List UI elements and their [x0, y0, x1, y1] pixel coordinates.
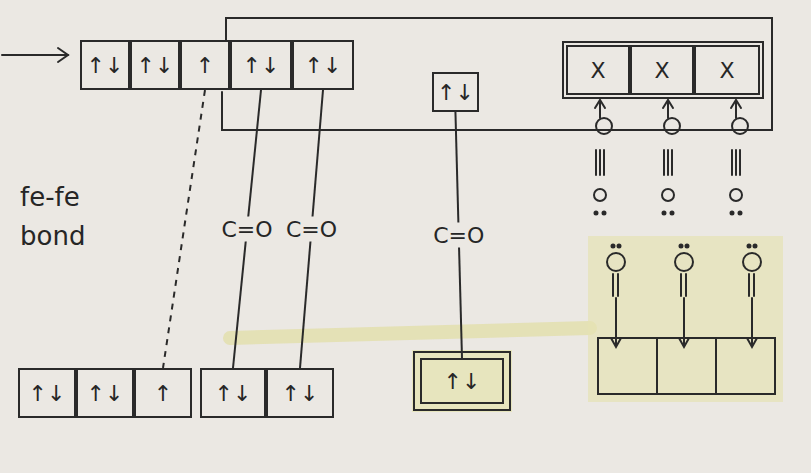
electron-label: X: [654, 58, 669, 83]
electron-label: ↑↓: [282, 381, 319, 406]
electron-label: ↑: [154, 381, 172, 406]
electron-label: X: [590, 58, 605, 83]
electron-label: X: [719, 58, 734, 83]
orbital-box: X: [694, 45, 760, 95]
orbital-connector: [163, 90, 205, 368]
orbital-box: ↑↓: [130, 40, 180, 90]
electron-label: ↑↓: [87, 381, 124, 406]
electron-label: ↑↓: [243, 53, 280, 78]
orbital-box: ↑↓: [420, 358, 504, 404]
orbital-box: ↑: [134, 368, 192, 418]
orbital-box: ↑↓: [230, 40, 292, 90]
electron-label: ↑↓: [437, 80, 474, 105]
ligand-label: C=O: [284, 217, 339, 242]
orbital-box: X: [630, 45, 694, 95]
electron-label: ↑↓: [137, 53, 174, 78]
orbital-box: ↑↓: [200, 368, 266, 418]
ligand-label: C=O: [219, 217, 274, 242]
orbital-box: ↑: [180, 40, 230, 90]
electron-label: ↑↓: [444, 369, 481, 394]
electron-label: ↑↓: [29, 381, 66, 406]
orbital-box: ↑↓: [266, 368, 334, 418]
electron-label: ↑↓: [305, 53, 342, 78]
ligand-label: C=O: [431, 223, 486, 248]
electron-label: ↑↓: [87, 53, 124, 78]
orbital-box: ↑↓: [432, 72, 479, 112]
electron-label: ↑↓: [215, 381, 252, 406]
orbital-box: X: [566, 45, 630, 95]
orbital-box: ↑↓: [18, 368, 76, 418]
bond-label: fe-fe bond: [20, 178, 140, 256]
orbital-box: ↑↓: [76, 368, 134, 418]
orbital-box: ↑↓: [292, 40, 354, 90]
orbital-box: ↑↓: [80, 40, 130, 90]
electron-label: ↑: [196, 53, 214, 78]
